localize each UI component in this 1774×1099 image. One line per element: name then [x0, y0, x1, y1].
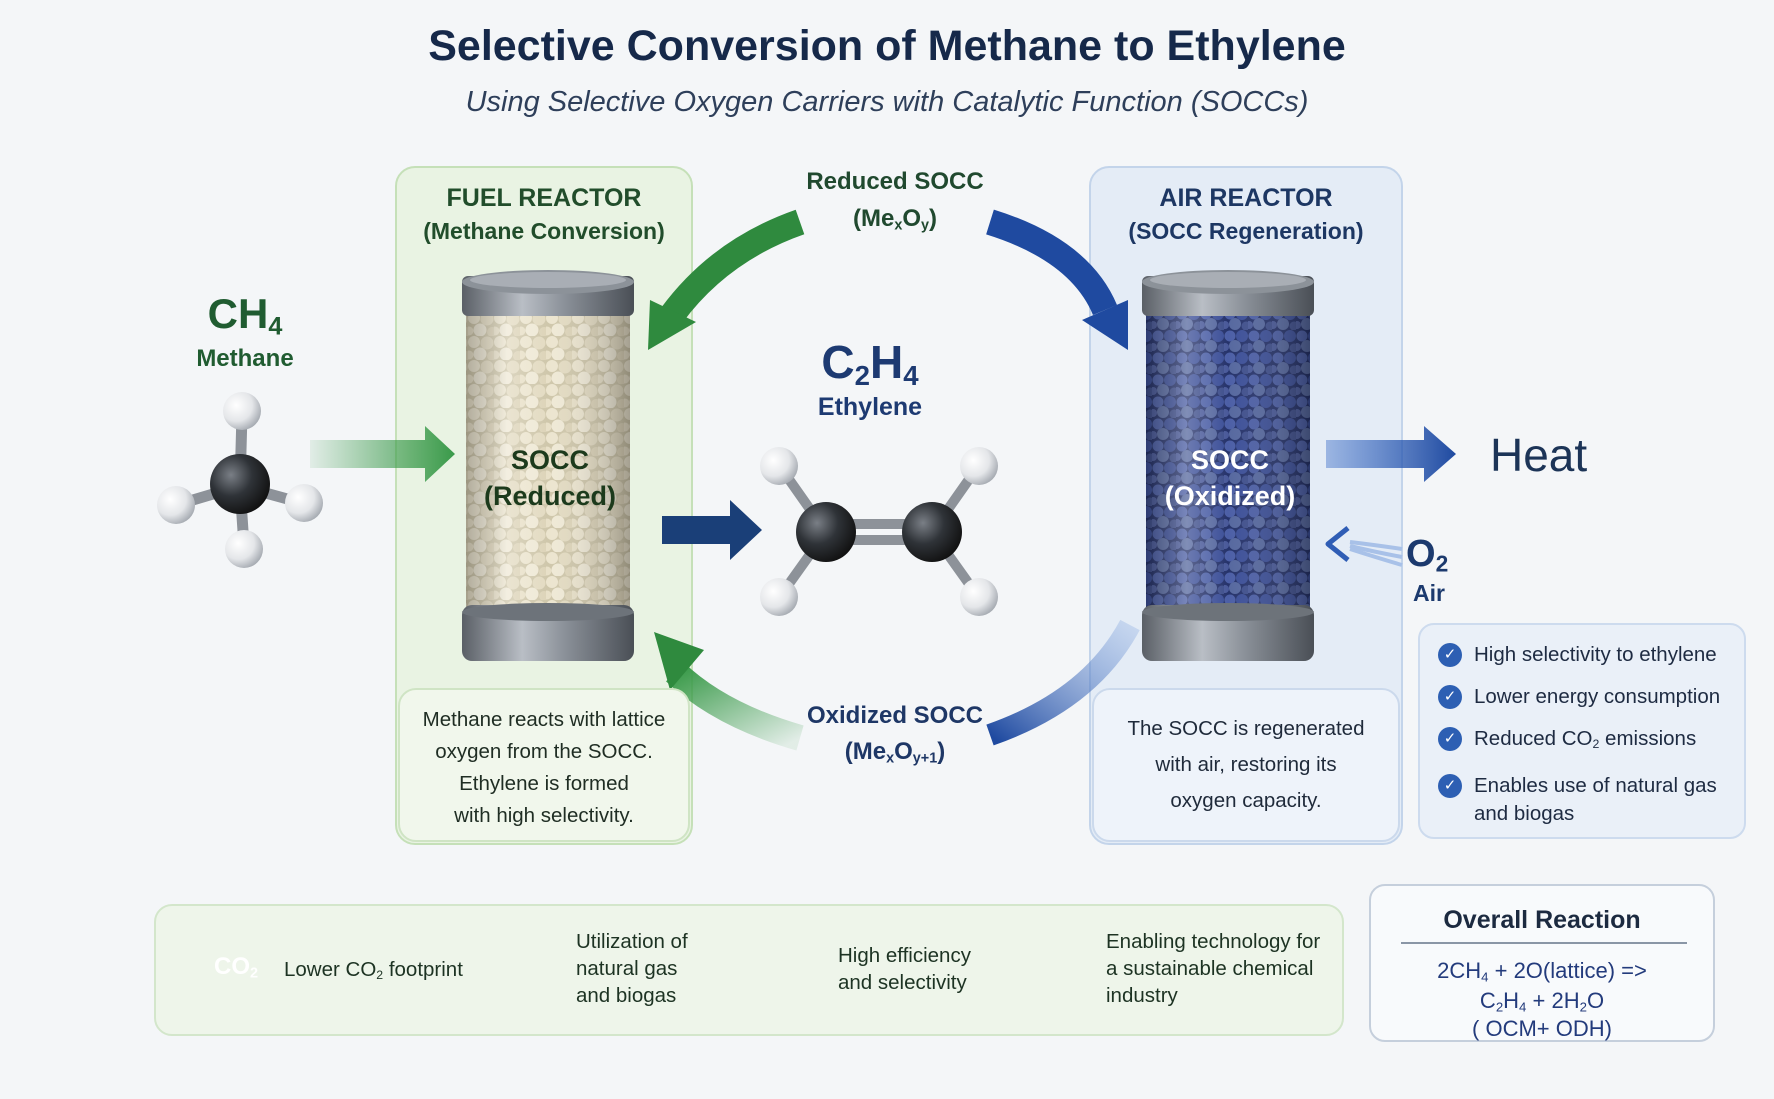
feature-line: and biogas — [576, 984, 677, 1007]
feature-sustainability-text: Enabling technology for a sustainable ch… — [1106, 928, 1320, 1009]
feature-line: natural gas — [576, 957, 678, 980]
ethylene-name: Ethylene — [817, 393, 923, 421]
reaction-type-line: ( OCM+ ODH) — [1472, 1016, 1612, 1041]
feature-natural-gas-text: Utilization of natural gas and biogas — [576, 928, 688, 1009]
check-icon: ✓ — [1438, 643, 1462, 667]
ethylene-formula: C2H4 — [821, 336, 919, 391]
benefit-text: High selectivity to ethylene — [1474, 643, 1717, 666]
feature-bar — [154, 904, 1344, 1036]
reduced-socc-return-arrow — [648, 209, 805, 350]
air-reactor-title: AIR REACTOR — [1159, 184, 1333, 212]
benefit-text: Lower energy consumption — [1474, 685, 1721, 708]
ethylene-product-arrow — [662, 500, 762, 560]
ethylene-molecule — [760, 447, 998, 616]
air-socc-state: (Oxidized) — [1164, 481, 1296, 511]
divider — [1401, 942, 1687, 944]
fuel-socc-name: SOCC — [510, 445, 589, 475]
reaction-equation-line: 2CH4 + 2O(lattice) => — [1437, 958, 1647, 985]
co2-icon-label: CO2 — [213, 953, 258, 982]
air-reactor-subtitle: (SOCC Regeneration) — [1128, 218, 1364, 244]
fuel-reactor-description: Methane reacts with lattice oxygen from … — [398, 688, 690, 842]
reduced-socc-label: Reduced SOCC — [806, 168, 984, 195]
air-label: Air — [1413, 580, 1445, 606]
air-socc-name: SOCC — [1190, 445, 1269, 475]
fuel-socc-label: SOCC (Reduced) — [470, 442, 630, 514]
check-icon: ✓ — [1438, 774, 1462, 799]
benefit-item: ✓ Reduced CO2 emissions — [1438, 725, 1734, 758]
benefit-text: Reduced CO2 emissions — [1474, 727, 1697, 752]
oxidized-socc-transfer-arrow — [986, 619, 1140, 746]
check-icon: ✓ — [1438, 727, 1462, 751]
feature-co2-text: Lower CO2 footprint — [284, 958, 463, 983]
feature-line: Utilization of — [576, 930, 688, 953]
fuel-reactor-title: FUEL REACTOR — [446, 184, 642, 212]
air-inflow-arrow — [1325, 526, 1403, 567]
oxygen-formula: O2 — [1406, 533, 1449, 577]
methane-formula: CH4 — [207, 290, 283, 341]
fuel-desc-line: with high selectivity. — [454, 804, 634, 827]
benefits-list: ✓ High selectivity to ethylene ✓ Lower e… — [1418, 623, 1746, 839]
feature-line: and selectivity — [838, 971, 967, 994]
air-desc-line: The SOCC is regenerated — [1127, 717, 1365, 740]
fuel-socc-state: (Reduced) — [483, 481, 616, 511]
oxidized-socc-return-arrow — [654, 632, 804, 751]
heat-label: Heat — [1490, 429, 1588, 481]
overall-reaction-box: Overall Reaction 2CH4 + 2O(lattice) => C… — [1369, 884, 1715, 1042]
reduced-socc-transfer-arrow — [986, 209, 1128, 350]
oxidized-socc-label: Oxidized SOCC — [806, 702, 984, 729]
fuel-desc-line: oxygen from the SOCC. — [435, 740, 653, 763]
methane-name: Methane — [196, 345, 294, 372]
benefit-item: ✓ High selectivity to ethylene — [1438, 641, 1734, 669]
fuel-reactor-cylinder — [462, 270, 634, 661]
reduced-socc-formula: (MexOy) — [852, 205, 938, 234]
methane-feed-arrow — [310, 426, 455, 482]
air-desc-line: oxygen capacity. — [1170, 789, 1322, 812]
fuel-desc-line: Methane reacts with lattice — [422, 708, 666, 731]
page-title: Selective Conversion of Methane to Ethyl… — [428, 22, 1346, 70]
benefit-item: ✓ Lower energy consumption — [1438, 683, 1734, 711]
feature-line: Enabling technology for — [1106, 930, 1321, 953]
oxidized-socc-formula: (MexOy+1) — [844, 738, 946, 767]
feature-efficiency-text: High efficiency and selectivity — [838, 942, 971, 996]
air-reactor-cylinder — [1142, 270, 1314, 661]
page-subtitle: Using Selective Oxygen Carriers with Cat… — [465, 86, 1309, 118]
feature-line: High efficiency — [838, 944, 971, 967]
fuel-desc-line: Ethylene is formed — [459, 772, 629, 795]
feature-line: a sustainable chemical — [1106, 957, 1314, 980]
fuel-reactor-subtitle: (Methane Conversion) — [423, 218, 665, 244]
air-reactor-description: The SOCC is regenerated with air, restor… — [1092, 688, 1400, 842]
heat-output-arrow — [1326, 426, 1456, 482]
methane-molecule — [157, 392, 323, 568]
check-icon: ✓ — [1438, 685, 1462, 709]
overall-reaction-title: Overall Reaction — [1443, 906, 1641, 934]
feature-line: industry — [1106, 984, 1178, 1007]
air-socc-label: SOCC (Oxidized) — [1150, 442, 1310, 514]
air-desc-line: with air, restoring its — [1155, 753, 1337, 776]
reaction-equation-line: C2H4 + 2H2O — [1479, 988, 1605, 1015]
